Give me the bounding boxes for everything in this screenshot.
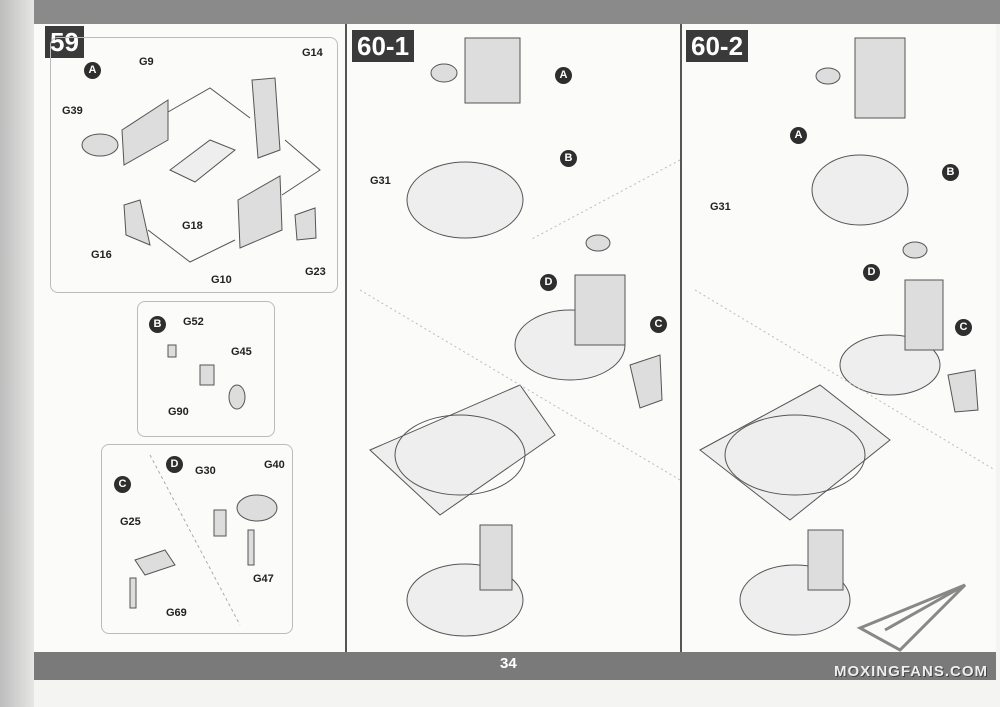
turret-floor — [406, 161, 524, 239]
column-divider — [345, 24, 347, 652]
watermark-text: MOXINGFANS.COM — [833, 663, 988, 680]
part-label: G39 — [62, 105, 83, 117]
part-g90 — [199, 364, 215, 386]
part-g16 — [123, 199, 151, 246]
part-g10 — [237, 175, 283, 249]
part-label: G40 — [264, 459, 285, 471]
part-label: G16 — [91, 249, 112, 261]
seat-cushion — [815, 67, 841, 85]
subassembly-marker-b: B — [149, 316, 166, 333]
part-g39 — [81, 133, 119, 157]
seat-back — [464, 37, 521, 104]
subassembly-marker-d: D — [166, 456, 183, 473]
page-number: 34 — [500, 655, 517, 672]
part-label: G90 — [168, 406, 189, 418]
turret-floor — [811, 154, 909, 226]
seat-cushion — [902, 241, 928, 259]
subassembly-marker-d: D — [863, 264, 880, 281]
part-label: G10 — [211, 274, 232, 286]
seat-back — [807, 529, 844, 591]
step-59-cd-box — [101, 444, 293, 634]
part-label: G30 — [195, 465, 216, 477]
part-g45 — [228, 384, 246, 410]
subassembly-marker-a: A — [790, 127, 807, 144]
part-g18 — [169, 139, 236, 183]
part-label: G69 — [166, 607, 187, 619]
scan-top-band — [0, 0, 1000, 24]
part-label: G23 — [305, 266, 326, 278]
part-g69 — [129, 577, 137, 609]
part-label: G45 — [231, 346, 252, 358]
turret-ring — [699, 384, 891, 521]
part-label: G31 — [370, 175, 391, 187]
subassembly-marker-d: D — [540, 274, 557, 291]
part-g52 — [167, 344, 177, 358]
seat-back — [574, 274, 626, 346]
subassembly-marker-c: C — [955, 319, 972, 336]
part-g40 — [236, 494, 278, 522]
subassembly-marker-c: C — [650, 316, 667, 333]
part-c — [947, 369, 979, 413]
subassembly-marker-b: B — [560, 150, 577, 167]
part-label: G14 — [302, 47, 323, 59]
subassembly-marker-b: B — [942, 164, 959, 181]
part-g9 — [121, 99, 169, 166]
part-g30 — [213, 509, 227, 537]
step-60-2-title: 60-2 — [686, 30, 749, 62]
part-g25 — [134, 549, 176, 576]
part-g47 — [247, 529, 255, 566]
column-divider — [680, 24, 682, 652]
seat-back — [854, 37, 906, 119]
seat-cushion — [430, 63, 458, 83]
footer-bar — [34, 652, 996, 680]
part-label: G25 — [120, 516, 141, 528]
subassembly-marker-a: A — [555, 67, 572, 84]
subassembly-marker-a: A — [84, 62, 101, 79]
subassembly-marker-c: C — [114, 476, 131, 493]
step-60-1-title: 60-1 — [352, 30, 415, 62]
part-label: G9 — [139, 56, 154, 68]
seat-back — [904, 279, 944, 351]
step-59-b-box — [137, 301, 275, 437]
part-label: G18 — [182, 220, 203, 232]
turret-ring — [369, 384, 556, 516]
part-label: G47 — [253, 573, 274, 585]
part-g14 — [251, 77, 281, 159]
seat-cushion — [585, 234, 611, 252]
part-label: G31 — [710, 201, 731, 213]
scan-binding-edge — [0, 0, 34, 707]
part-g23 — [294, 207, 317, 241]
part-c — [629, 354, 663, 409]
part-label: G52 — [183, 316, 204, 328]
paper-plane-logo — [856, 583, 967, 652]
step-59-a-box — [50, 37, 338, 293]
seat-back — [479, 524, 513, 591]
